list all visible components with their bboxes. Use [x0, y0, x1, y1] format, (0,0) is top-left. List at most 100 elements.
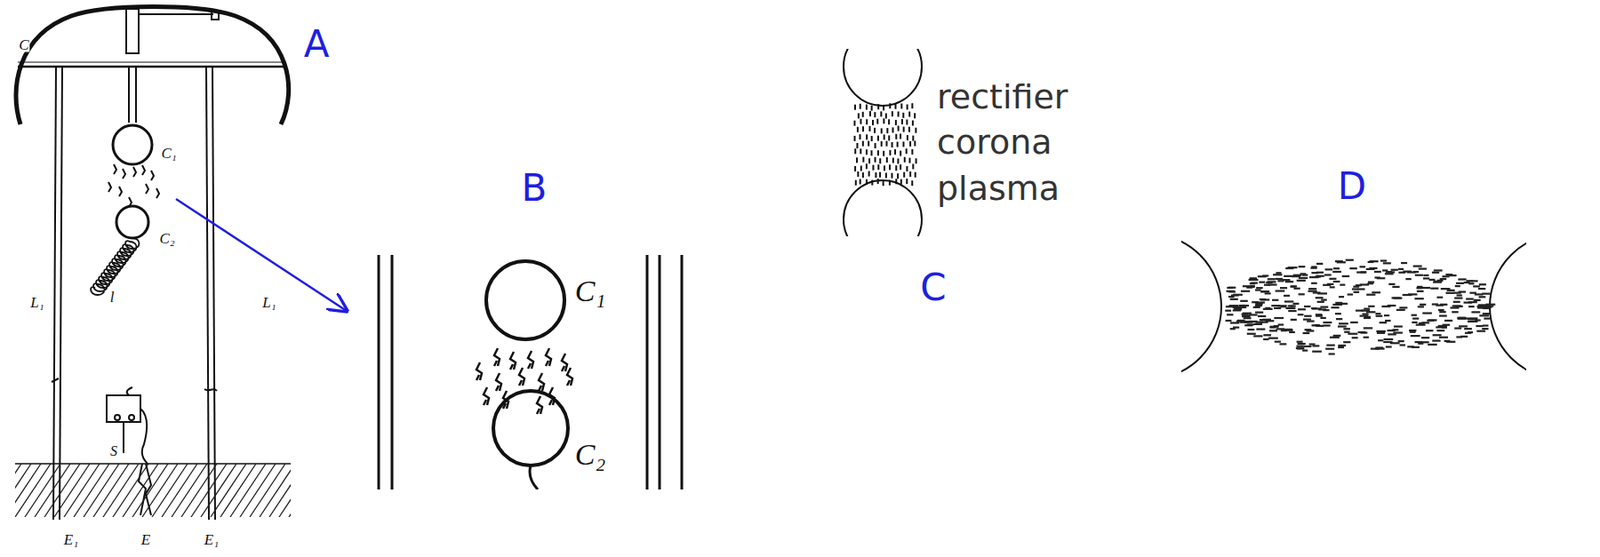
- coil-path: [90, 238, 139, 296]
- part-label: C₁: [574, 276, 608, 307]
- spark: [528, 351, 534, 369]
- plasma-dash: [1311, 265, 1317, 268]
- plasma-dot: [873, 112, 876, 118]
- plasma-dash: [1248, 279, 1259, 281]
- plasma-dash: [1451, 311, 1458, 313]
- hatch-line: [64, 464, 100, 518]
- plasma-dash: [1363, 308, 1370, 311]
- plasma-dash: [1259, 319, 1269, 321]
- part-label: S: [109, 444, 119, 459]
- coil: [90, 238, 139, 296]
- plasma-dash: [1244, 324, 1253, 327]
- plasma-dot: [862, 172, 864, 178]
- part-label: C₂: [158, 231, 176, 247]
- plasma-dash: [1475, 325, 1483, 328]
- plasma-dash: [1330, 306, 1339, 309]
- spark: [510, 352, 516, 370]
- part-label: C₂: [574, 440, 608, 471]
- plasma-dash: [1280, 287, 1288, 289]
- plasma-dash: [1360, 331, 1368, 334]
- hatch-line: [210, 464, 247, 518]
- plasma-dash: [1343, 328, 1351, 330]
- plasma-dash: [1338, 322, 1349, 325]
- plasma-dot: [862, 112, 864, 118]
- plasma-dash: [1228, 287, 1236, 289]
- plasma-dash: [1296, 341, 1304, 344]
- plasma-dash: [1480, 305, 1487, 308]
- spark-head: [496, 385, 499, 392]
- plasma-dash: [1464, 301, 1473, 304]
- plasma-dash: [1384, 320, 1392, 322]
- plasma-dash: [1476, 330, 1486, 333]
- part-label: L₁: [261, 295, 277, 311]
- plasma-dot: [859, 134, 862, 140]
- plasma-dash: [1472, 285, 1480, 288]
- plasma-dash: [1352, 286, 1360, 288]
- plasma-dash: [1446, 292, 1456, 295]
- hatch-line: [279, 464, 291, 518]
- plasma-dash: [1275, 278, 1283, 280]
- plasma-dash: [1286, 329, 1294, 332]
- plasma-dash: [1479, 314, 1489, 317]
- plasma-dot: [902, 112, 904, 119]
- plasma-dash: [1470, 320, 1478, 323]
- plasma-dash: [1377, 339, 1384, 342]
- plasma-dot: [859, 148, 862, 154]
- plasma-dot: [877, 178, 880, 184]
- plasma-dot: [906, 135, 909, 141]
- spark-head: [476, 375, 480, 381]
- spark-head: [536, 408, 540, 415]
- plasma-dot: [868, 158, 871, 164]
- plasma-dash: [1481, 293, 1490, 296]
- plasma-dash: [1230, 298, 1239, 301]
- spark: [538, 373, 544, 392]
- plasma-dot: [879, 172, 881, 178]
- plasma-dot: [856, 127, 859, 133]
- plasma-dash: [1429, 279, 1436, 281]
- plasma-dash: [1288, 331, 1296, 334]
- spark: [156, 188, 160, 199]
- spark: [119, 186, 122, 197]
- plasma-dash: [1303, 319, 1312, 321]
- plasma-dash: [1421, 336, 1430, 339]
- plasma-dot: [912, 120, 914, 127]
- part-label: C: [17, 37, 30, 53]
- plasma-dash: [1315, 296, 1324, 299]
- plasma-dash: [1392, 286, 1400, 288]
- plasma-dot: [868, 126, 871, 132]
- spark: [567, 368, 573, 386]
- plasma-dash: [1325, 268, 1334, 271]
- spark-head: [483, 400, 487, 406]
- plasma-dot: [874, 143, 877, 149]
- plasma-dash: [1311, 282, 1318, 285]
- plasma-dot: [860, 165, 863, 171]
- plasma-dash: [1263, 308, 1273, 311]
- plasma-dash: [1400, 262, 1408, 264]
- plasma-dash: [1298, 293, 1305, 296]
- plasma-dash: [1253, 335, 1263, 337]
- plasma-dash: [1396, 309, 1406, 312]
- plasma-dash: [1441, 327, 1448, 329]
- plasma-dot: [883, 134, 886, 140]
- plasma-dash: [1439, 314, 1448, 317]
- plasma-dash: [1454, 292, 1462, 295]
- plasma-dash: [1360, 271, 1368, 273]
- plasma-dot: [854, 104, 856, 111]
- plasma-dot: [903, 127, 905, 133]
- plasma-dash: [1411, 321, 1417, 324]
- plasma-dash: [1272, 273, 1282, 276]
- plasma-dash: [1316, 272, 1324, 274]
- plasma-dash: [1376, 315, 1384, 318]
- panel-letter: D: [1337, 168, 1367, 206]
- plasma-dot: [877, 104, 880, 110]
- plasma-dash: [1269, 329, 1278, 332]
- plasma-dash: [1413, 271, 1419, 273]
- plasma-dot: [888, 180, 891, 186]
- plasma-dash: [1436, 329, 1445, 332]
- plasma-dash: [1342, 275, 1350, 278]
- plasma-dash: [1332, 304, 1343, 306]
- plasma-dash: [1303, 345, 1312, 348]
- plasma-dash: [1438, 309, 1445, 312]
- plasma-dash: [1383, 262, 1392, 264]
- plasma-dot: [899, 164, 902, 170]
